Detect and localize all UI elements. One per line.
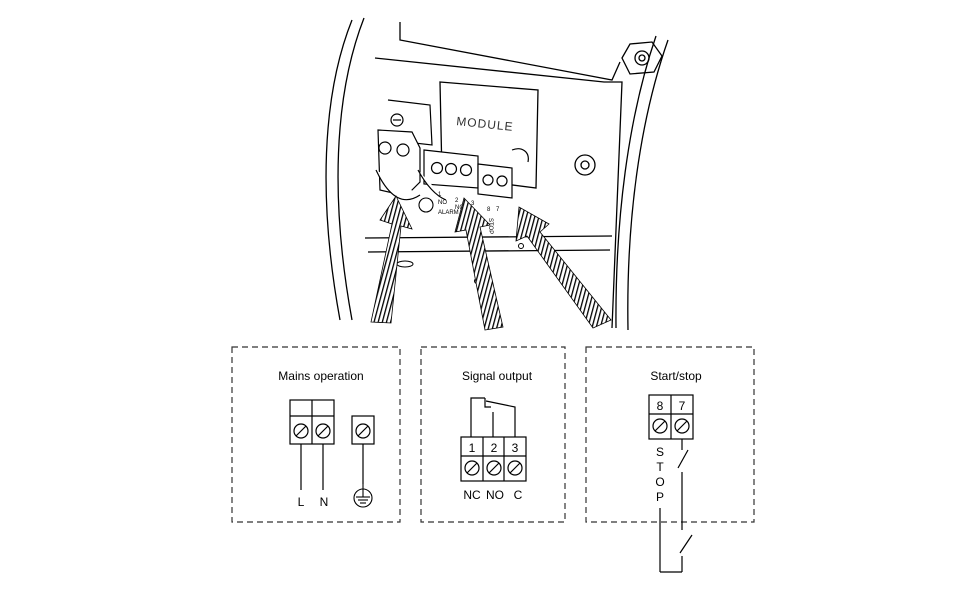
housing-inner-frame	[374, 57, 623, 329]
stop-letter-o: O	[655, 475, 664, 489]
housing-lower-edge-2	[367, 249, 611, 253]
svg-text:3: 3	[471, 201, 475, 207]
mains-wires	[300, 444, 324, 490]
svg-text:8: 8	[487, 207, 491, 213]
terminal-1-label: 1	[469, 441, 476, 455]
terminal-2-label: 2	[491, 441, 498, 455]
ground-terminal-3d	[418, 197, 434, 213]
startstop-terminal-block	[648, 394, 694, 440]
c-label: C	[514, 488, 523, 502]
screw-terminal-icon	[652, 418, 690, 434]
mains-panel-frame	[231, 346, 401, 523]
line-label: L	[298, 495, 305, 509]
screw-terminal-icon	[293, 423, 331, 439]
housing-lower-edge	[364, 235, 613, 239]
svg-text:7: 7	[496, 207, 500, 213]
module-label: MODULE	[456, 114, 514, 134]
mounting-lug	[621, 41, 663, 75]
startstop-panel: Start/stop 8 7 S T O P	[585, 346, 755, 573]
ground-terminal-block	[351, 415, 375, 484]
startstop-connector-3d	[477, 163, 513, 199]
terminal-7-label: 7	[679, 399, 686, 413]
housing-right-curve	[627, 39, 669, 331]
svg-text:2: 2	[455, 198, 459, 204]
stop-letter-s: S	[656, 445, 664, 459]
arrow-signal	[454, 197, 504, 331]
no-label: NO	[486, 488, 504, 502]
panel-screw	[574, 154, 596, 176]
pump-housing	[325, 17, 669, 331]
arrow-startstop	[515, 206, 612, 329]
switch-wiring	[659, 439, 693, 573]
svg-text:STOP: STOP	[487, 218, 493, 234]
signal-panel-title: Signal output	[462, 369, 533, 383]
signal-output-panel: Signal output 1 2 3 NC NO C	[420, 346, 566, 523]
stop-letter-t: T	[656, 460, 664, 474]
mains-terminal-block	[289, 399, 335, 445]
stop-marks: 8 7 STOP	[487, 207, 500, 234]
ground-icon	[353, 484, 373, 508]
alarm-marks: 1 NO 2 NC 3 ALARM	[438, 192, 475, 216]
arrow-mains	[370, 195, 413, 324]
mains-operation-panel: Mains operation L N	[231, 346, 401, 523]
housing-outer-curve	[325, 19, 353, 321]
nc-label: NC	[463, 488, 481, 502]
small-holes	[396, 243, 524, 284]
neutral-label: N	[320, 495, 329, 509]
signal-panel-frame	[420, 346, 566, 523]
relay-contact-icon	[470, 397, 516, 437]
svg-text:1: 1	[438, 192, 442, 198]
stop-letter-p: P	[656, 490, 664, 504]
mains-connector-3d	[375, 129, 421, 201]
housing-inner-curve	[337, 17, 365, 321]
startstop-panel-frame	[585, 346, 755, 523]
startstop-panel-title: Start/stop	[650, 369, 702, 383]
signal-connector-3d	[417, 149, 479, 201]
terminal-3-label: 3	[512, 441, 519, 455]
housing-top-panel	[399, 22, 621, 81]
svg-text:ALARM: ALARM	[438, 210, 459, 216]
hatched-arrows	[370, 195, 612, 331]
housing-right-inner	[615, 35, 657, 329]
svg-text:NO: NO	[438, 200, 447, 206]
svg-text:NC: NC	[455, 205, 464, 211]
mains-panel-title: Mains operation	[278, 369, 363, 383]
terminal-8-label: 8	[657, 399, 664, 413]
screw-terminal-icon	[464, 460, 523, 476]
signal-terminal-block	[460, 436, 527, 482]
